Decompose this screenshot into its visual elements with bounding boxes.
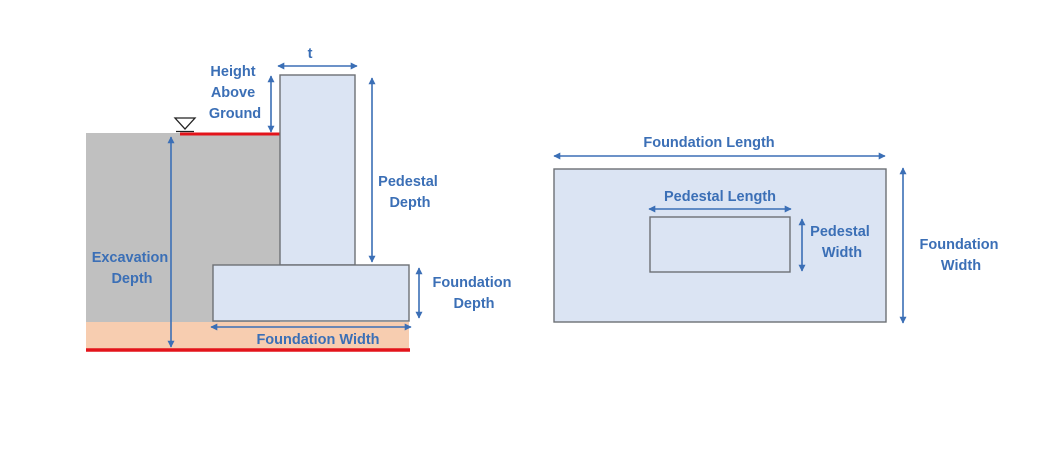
pedestal-section xyxy=(279,74,356,266)
t-label: t xyxy=(308,46,313,62)
footing-section xyxy=(212,264,410,322)
plan-view: Foundation Length Pedestal Length Pedest… xyxy=(553,135,1003,324)
foundation-depth-label: Foundation Depth xyxy=(433,275,516,312)
excavation-depth-label: Excavation Depth xyxy=(92,250,173,287)
water-level-triangle-icon xyxy=(173,117,197,133)
height-above-ground-label: Height Above Ground xyxy=(209,64,261,122)
foundation-width-label-section: Foundation Width xyxy=(256,332,379,348)
pedestal-length-label: Pedestal Length xyxy=(664,189,776,205)
foundation-length-label: Foundation Length xyxy=(643,135,774,151)
pedestal-width-label: Pedestal Width xyxy=(810,224,874,261)
pedestal-plan xyxy=(649,216,791,273)
foundation-width-label-plan: Foundation Width xyxy=(920,237,1003,274)
pedestal-depth-label: Pedestal Depth xyxy=(378,174,442,211)
section-view: t Height Above Ground Pedestal Depth Exc… xyxy=(86,46,516,352)
